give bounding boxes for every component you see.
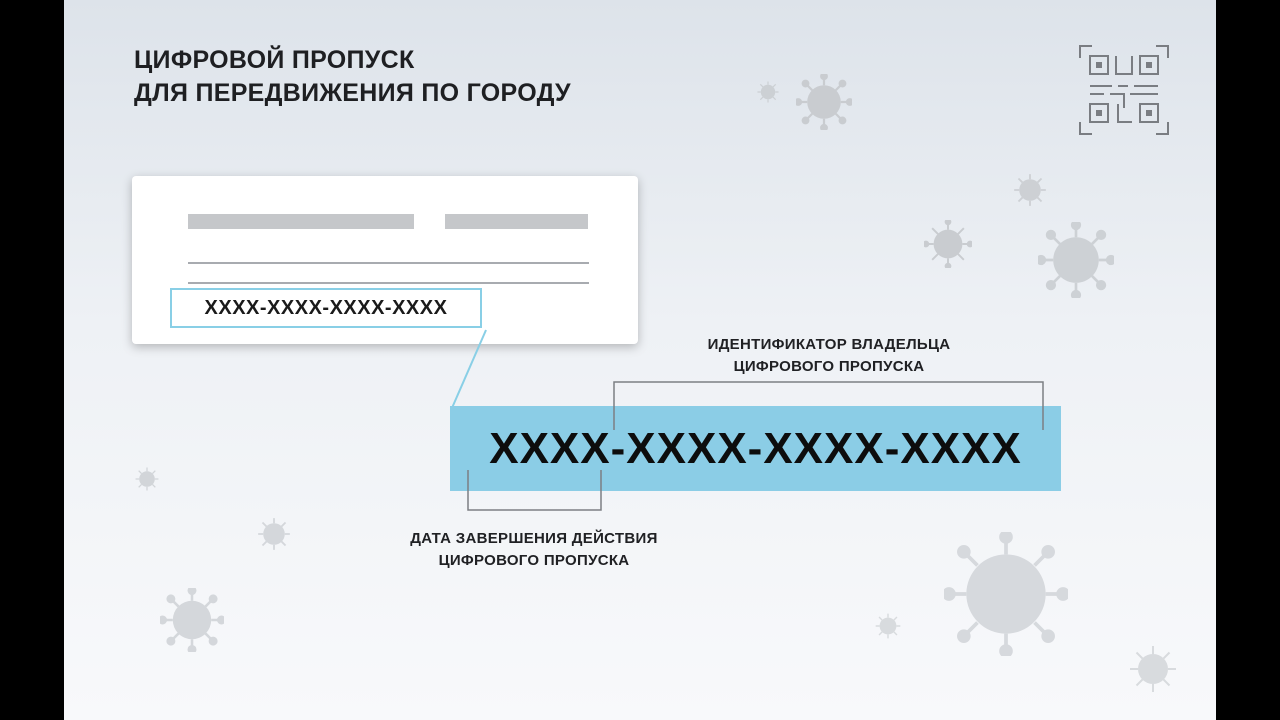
date-label-line-1: ДАТА ЗАВЕРШЕНИЯ ДЕЙСТВИЯ: [410, 530, 658, 547]
placeholder-line: [188, 282, 589, 284]
owner-bracket: [613, 381, 1044, 430]
virus-icon: [924, 220, 972, 268]
title-line-1: ЦИФРОВОЙ ПРОПУСК: [134, 46, 415, 74]
virus-icon: [796, 74, 852, 130]
card-code-box: XXXX-XXXX-XXXX-XXXX: [170, 288, 482, 328]
virus-icon: [1038, 222, 1114, 298]
virus-icon: [875, 613, 901, 639]
owner-label-line-2: ЦИФРОВОГО ПРОПУСКА: [733, 358, 925, 375]
virus-icon: [1130, 646, 1176, 692]
pass-card: XXXX-XXXX-XXXX-XXXX: [132, 176, 638, 344]
placeholder-bar: [445, 214, 588, 229]
page-title: ЦИФРОВОЙ ПРОПУСК ДЛЯ ПЕРЕДВИЖЕНИЯ ПО ГОР…: [134, 44, 571, 110]
placeholder-line: [188, 262, 589, 264]
virus-icon: [757, 81, 779, 103]
virus-icon: [135, 467, 159, 491]
expiry-date-label: ДАТА ЗАВЕРШЕНИЯ ДЕЙСТВИЯ ЦИФРОВОГО ПРОПУ…: [394, 528, 674, 572]
virus-icon: [1014, 174, 1046, 206]
virus-icon: [944, 532, 1068, 656]
connector-line: [451, 329, 487, 409]
owner-id-label: ИДЕНТИФИКАТОР ВЛАДЕЛЬЦА ЦИФРОВОГО ПРОПУС…: [694, 334, 964, 378]
virus-icon: [258, 518, 290, 550]
owner-label-line-1: ИДЕНТИФИКАТОР ВЛАДЕЛЬЦА: [707, 336, 951, 353]
slide: ЦИФРОВОЙ ПРОПУСК ДЛЯ ПЕРЕДВИЖЕНИЯ ПО ГОР…: [64, 0, 1216, 720]
virus-icon: [160, 588, 224, 652]
date-bracket: [467, 470, 602, 511]
pass-code-enlarged: XXXX-XXXX-XXXX-XXXX: [450, 406, 1061, 491]
title-line-2: ДЛЯ ПЕРЕДВИЖЕНИЯ ПО ГОРОДУ: [134, 79, 571, 107]
placeholder-bar: [188, 214, 414, 229]
date-label-line-2: ЦИФРОВОГО ПРОПУСКА: [438, 552, 630, 569]
brackets: [467, 381, 1044, 511]
qr-code-icon: [1079, 45, 1169, 135]
